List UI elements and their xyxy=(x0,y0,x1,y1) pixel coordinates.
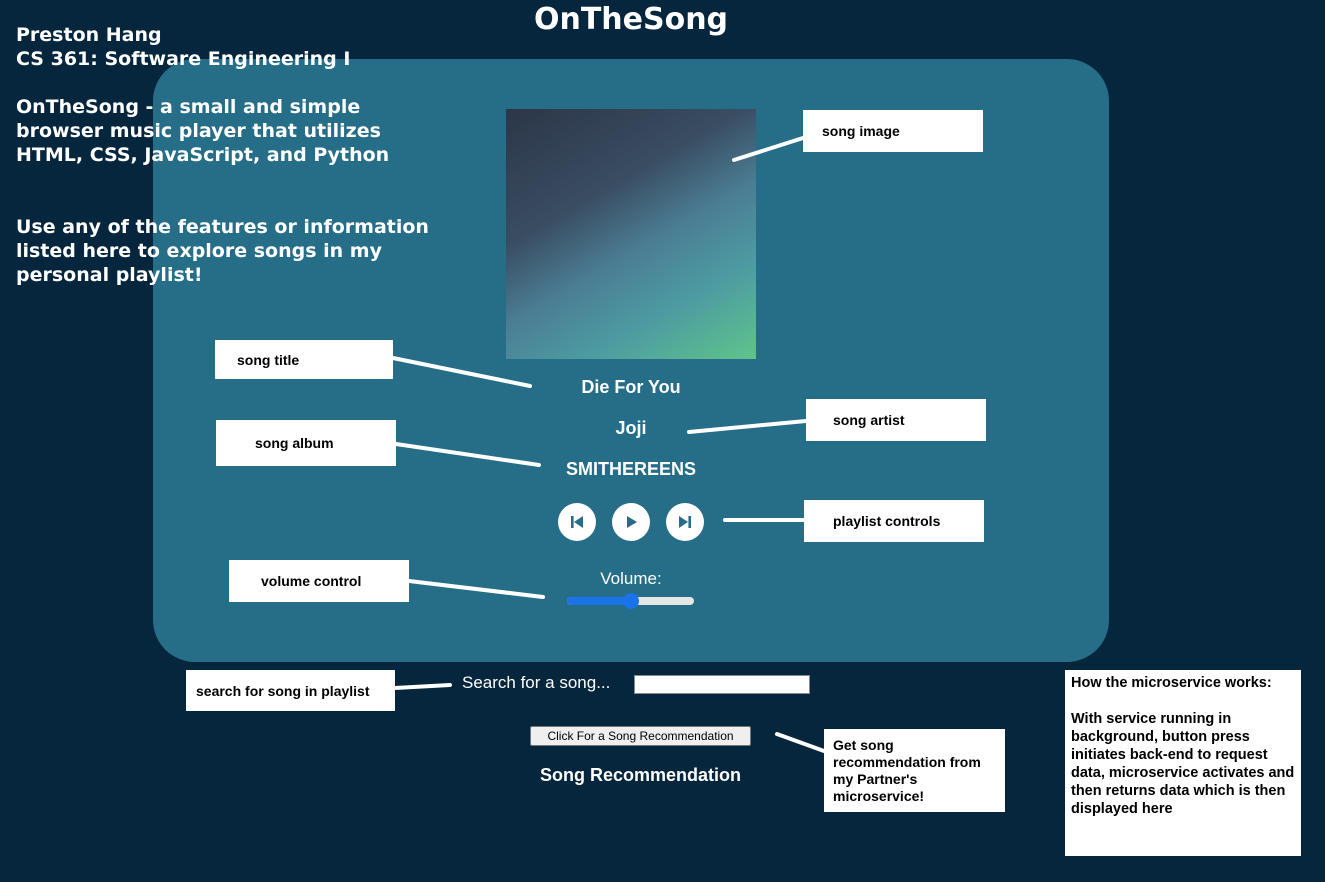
volume-fill xyxy=(567,597,631,605)
page-title: OnTheSong xyxy=(533,2,729,37)
volume-label: Volume: xyxy=(600,569,662,588)
song-title: Die For You xyxy=(581,377,681,397)
usage-instructions: Use any of the features or information l… xyxy=(16,216,429,286)
annotation-song-artist-text: song artist xyxy=(833,412,905,428)
volume-slider[interactable] xyxy=(567,593,694,609)
play-icon xyxy=(623,514,639,530)
annotation-volume-control-text: volume control xyxy=(261,573,362,589)
annotation-recommendation-text: Get song recommendation from my Partner'… xyxy=(833,737,981,804)
author-name: Preston Hang xyxy=(16,24,162,46)
skip-previous-icon xyxy=(569,514,585,530)
annotation-song-title: song title xyxy=(215,340,393,379)
microservice-info-heading: How the microservice works: xyxy=(1071,675,1272,691)
annotation-playlist-controls-text: playlist controls xyxy=(833,513,941,529)
search-label: Search for a song... xyxy=(462,673,611,692)
song-recommendation-heading: Song Recommendation xyxy=(539,765,741,785)
course-name: CS 361: Software Engineering I xyxy=(16,48,351,70)
annotation-song-image: song image xyxy=(803,110,983,152)
intro-text: Preston Hang CS 361: Software Engineerin… xyxy=(16,23,436,287)
microservice-info-box: How the microservice works: With service… xyxy=(1065,670,1301,856)
song-album: SMITHEREENS xyxy=(565,459,697,479)
annotation-song-album-text: song album xyxy=(255,435,334,451)
annotation-search: search for song in playlist xyxy=(186,670,395,711)
song-artist: Joji xyxy=(615,418,647,438)
play-button[interactable] xyxy=(612,503,650,541)
annotation-search-text: search for song in playlist xyxy=(196,682,370,699)
song-recommendation-button[interactable]: Click For a Song Recommendation xyxy=(530,726,751,746)
annotation-volume-control: volume control xyxy=(229,560,409,602)
connector-recommendation xyxy=(775,732,826,753)
app-description: OnTheSong - a small and simple browser m… xyxy=(16,96,390,166)
skip-next-icon xyxy=(677,514,693,530)
annotation-song-album: song album xyxy=(216,420,396,466)
microservice-info-body: With service running in background, butt… xyxy=(1071,711,1295,817)
annotation-playlist-controls: playlist controls xyxy=(804,500,984,542)
search-input[interactable] xyxy=(634,675,810,694)
next-song-button[interactable] xyxy=(666,503,704,541)
previous-song-button[interactable] xyxy=(558,503,596,541)
annotation-song-artist: song artist xyxy=(806,399,986,441)
annotation-song-image-text: song image xyxy=(822,123,900,139)
volume-slider-thumb[interactable] xyxy=(622,593,639,609)
connector-search xyxy=(393,683,452,690)
annotation-song-title-text: song title xyxy=(237,351,300,368)
annotation-recommendation: Get song recommendation from my Partner'… xyxy=(824,729,1005,812)
song-cover-image xyxy=(506,109,756,359)
